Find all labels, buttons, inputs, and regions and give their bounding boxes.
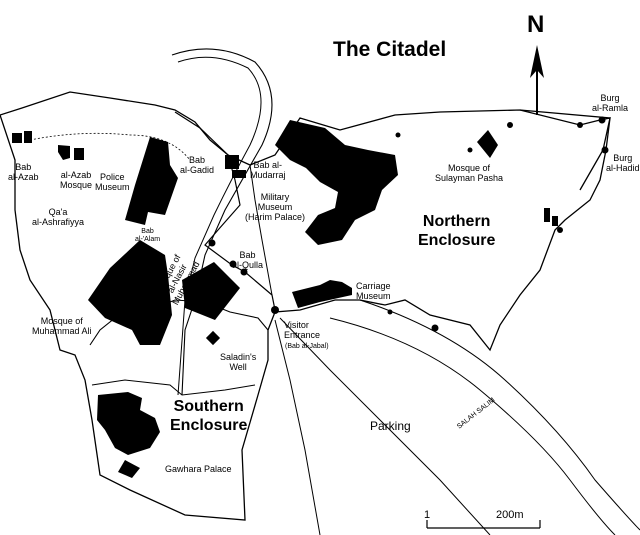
east-wall: [519, 109, 611, 191]
road-1: [274, 319, 321, 535]
police-museum-building: [125, 137, 178, 225]
north-arrow: [530, 45, 544, 115]
police-museum-label: Police Museum: [95, 172, 130, 192]
road-salah-salim-2: [359, 299, 640, 531]
road-salah-salim: [329, 317, 616, 535]
bab-alam-label: Bab al-'Alam: [135, 228, 161, 243]
military-museum-building: [275, 120, 398, 245]
north-label: N: [527, 11, 545, 38]
burg-hadid-label: Burg al-Hadid: [606, 153, 640, 173]
parking-label: Parking: [370, 419, 411, 433]
azab-mosque-label: al-Azab Mosque: [60, 170, 93, 190]
bab-azab-structure-2: [24, 131, 32, 143]
burg-structure: [544, 208, 550, 222]
mosque-sulayman-building: [477, 130, 498, 158]
bab-mudarraj-structure: [232, 170, 246, 178]
saladins-well-label: Saladin's Well: [220, 352, 257, 372]
trail: [29, 132, 191, 161]
southern-enclosure-label: Southern Enclosure: [170, 398, 248, 434]
bab-mudarraj-label: Bab al- Mudarraj: [250, 160, 286, 180]
southern-building: [118, 460, 140, 478]
qaa-ashrafiyya-label: Qa'a al-Ashrafiyya: [32, 207, 85, 227]
carriage-museum-label: Carriage Museum: [356, 281, 391, 301]
gawhara-palace-label: Gawhara Palace: [165, 464, 232, 474]
road-2: [279, 317, 491, 535]
tower-dots: [207, 116, 609, 332]
scale-start-label: 1: [424, 509, 431, 521]
bab-azab-structure-1: [12, 133, 22, 143]
north-loop-road-inner: [177, 56, 262, 396]
burg-ramla-label: Burg al-Ramla: [592, 93, 629, 113]
bab-gadid-label: Bab al-Gadid: [180, 155, 215, 175]
azab-mosque-building: [58, 145, 70, 160]
burg-structure-2: [552, 216, 558, 226]
mosque-muhammad-ali-label: Mosque of Muhammad Ali: [32, 316, 92, 336]
south-inner-wall: [91, 379, 256, 396]
scale-bar: [426, 520, 541, 529]
inner-wall-north: [249, 164, 273, 296]
bab-qulla-label: Bab al-Qulla: [232, 250, 264, 270]
map-title: The Citadel: [333, 38, 447, 61]
northern-enclosure-label: Northern Enclosure: [418, 213, 496, 249]
north-loop-road: [171, 48, 273, 396]
division-wall: [174, 111, 276, 311]
bab-jabal-label: (Bab al-Jabal): [285, 343, 329, 350]
military-museum-label: Military Museum (Harim Palace): [245, 192, 306, 222]
mosque-sulayman-label: Mosque of Sulayman Pasha: [435, 163, 504, 183]
carriage-museum-building: [292, 280, 352, 308]
visitor-entrance-label: Visitor Entrance: [284, 320, 321, 340]
scale-end-label: 200m: [496, 509, 524, 521]
azab-mosque-minaret: [74, 148, 84, 160]
gawhara-palace-building: [97, 392, 160, 455]
saladins-well-marker: [205, 330, 221, 346]
south-wall: [89, 299, 269, 346]
mosque-nasir-building: [182, 262, 240, 320]
bab-azab-label: Bab al-Azab: [8, 162, 39, 182]
mosque-muhammad-ali-building: [88, 240, 172, 345]
